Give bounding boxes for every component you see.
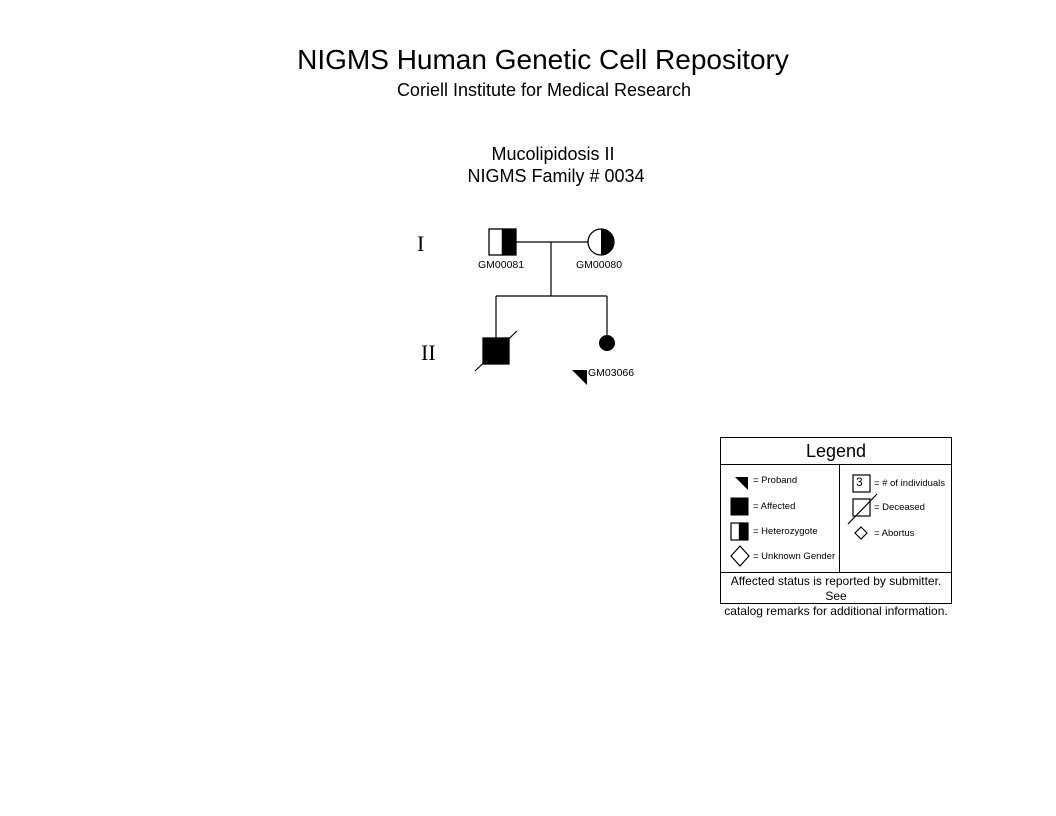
proband-arrow-icon xyxy=(572,370,587,385)
individual-mother-heterozygote xyxy=(587,228,615,256)
legend-proband-icon xyxy=(735,477,748,490)
legend-symbols xyxy=(730,474,878,567)
legend-affected-label: = Affected xyxy=(753,501,796,512)
legend-unknown-gender-icon xyxy=(730,545,750,567)
legend-footer: Affected status is reported by submitter… xyxy=(721,572,951,618)
page-subtitle: Coriell Institute for Medical Research xyxy=(396,80,692,100)
individual-id-father: GM00081 xyxy=(478,259,525,271)
legend-footer-line2: catalog remarks for additional informati… xyxy=(724,604,948,618)
legend-title: Legend xyxy=(721,438,951,465)
individual-id-proband: GM03066 xyxy=(588,367,635,379)
legend-individuals-icon xyxy=(852,474,871,493)
legend-abortus-label: = Abortus xyxy=(874,528,915,539)
individual-father-heterozygote xyxy=(488,228,517,256)
legend-heterozygote-label: = Heterozygote xyxy=(753,526,818,537)
legend-proband-label: = Proband xyxy=(753,475,798,486)
legend-individuals-label: = # of individuals xyxy=(874,478,946,489)
legend-deceased-icon xyxy=(847,493,878,525)
generation-label-i: I xyxy=(417,231,425,256)
individual-daughter-affected-proband xyxy=(572,335,615,385)
individual-son-affected-deceased xyxy=(474,330,518,372)
legend-abortus-icon xyxy=(854,526,868,540)
legend-deceased-label: = Deceased xyxy=(874,502,925,513)
disease-name: Mucolipidosis II xyxy=(491,144,615,164)
legend-individuals-number: 3 xyxy=(856,475,863,489)
individual-id-mother: GM00080 xyxy=(576,259,623,271)
family-number: NIGMS Family # 0034 xyxy=(467,166,645,186)
legend-footer-line1: Affected status is reported by submitter… xyxy=(730,574,942,603)
page-title: NIGMS Human Genetic Cell Repository xyxy=(297,44,789,75)
pedigree-lines xyxy=(495,241,608,338)
legend-heterozygote-icon xyxy=(730,522,749,541)
legend-divider xyxy=(839,464,840,572)
generation-label-ii: II xyxy=(421,340,436,365)
legend-box: Legend = Proband = Affected = Heterozygo… xyxy=(720,437,952,618)
legend-unknown-gender-label: = Unknown Gender xyxy=(753,551,836,562)
legend-affected-icon xyxy=(730,497,749,516)
